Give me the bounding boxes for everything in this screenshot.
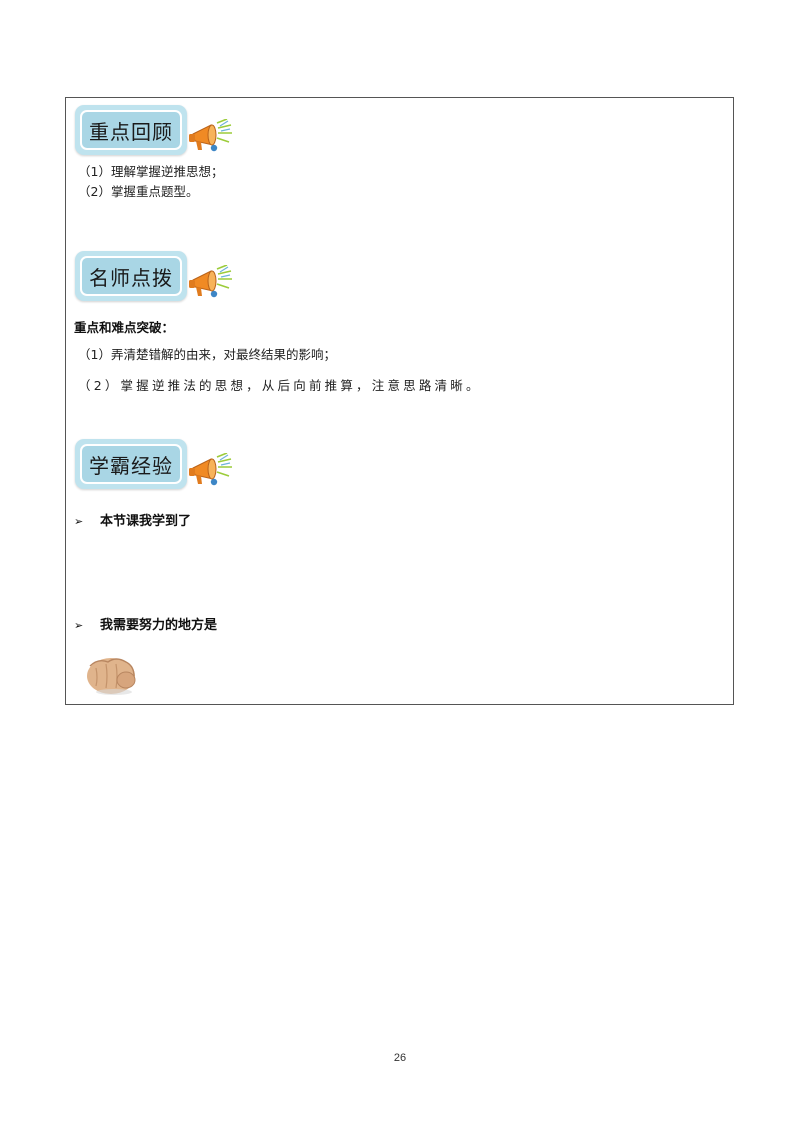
section-header-teacher: 名师点拨	[75, 251, 235, 303]
section-tag-experience: 学霸经验	[75, 439, 187, 489]
experience-bullet-2: ➢ 我需要努力的地方是	[74, 614, 217, 633]
bullet-arrow-icon: ➢	[74, 515, 84, 528]
section-title-teacher: 名师点拨	[80, 256, 182, 296]
bullet-arrow-icon: ➢	[74, 619, 84, 632]
review-item-1: （1）理解掌握逆推思想；	[78, 164, 224, 179]
fist-icon	[87, 658, 136, 695]
section-title-experience: 学霸经验	[80, 444, 182, 484]
teacher-item-1: （1）弄清楚错解的由来，对最终结果的影响；	[78, 347, 336, 362]
section-header-review: 重点回顾	[75, 105, 235, 157]
experience-bullet-1: ➢ 本节课我学到了	[74, 510, 191, 529]
section-tag-review: 重点回顾	[75, 105, 187, 155]
section-title-review: 重点回顾	[80, 110, 182, 150]
teacher-item-2: （2）掌握逆推法的思想，从后向前推算，注意思路清晰。	[78, 378, 482, 393]
teacher-subheading: 重点和难点突破：	[74, 320, 175, 335]
section-tag-teacher: 名师点拨	[75, 251, 187, 301]
megaphone-icon	[189, 119, 232, 152]
experience-bullet-2-text: 我需要努力的地方是	[100, 618, 218, 633]
megaphone-icon	[189, 453, 232, 486]
content-frame: 重点回顾 （1）理解掌握逆推思想； （2）掌握重点题型。 名师点拨 重点和难点突…	[65, 97, 734, 705]
section-header-experience: 学霸经验	[75, 439, 235, 491]
review-item-2: （2）掌握重点题型。	[78, 184, 199, 199]
experience-bullet-1-text: 本节课我学到了	[100, 514, 192, 529]
megaphone-icon	[189, 265, 232, 298]
page-number: 26	[393, 1052, 407, 1064]
